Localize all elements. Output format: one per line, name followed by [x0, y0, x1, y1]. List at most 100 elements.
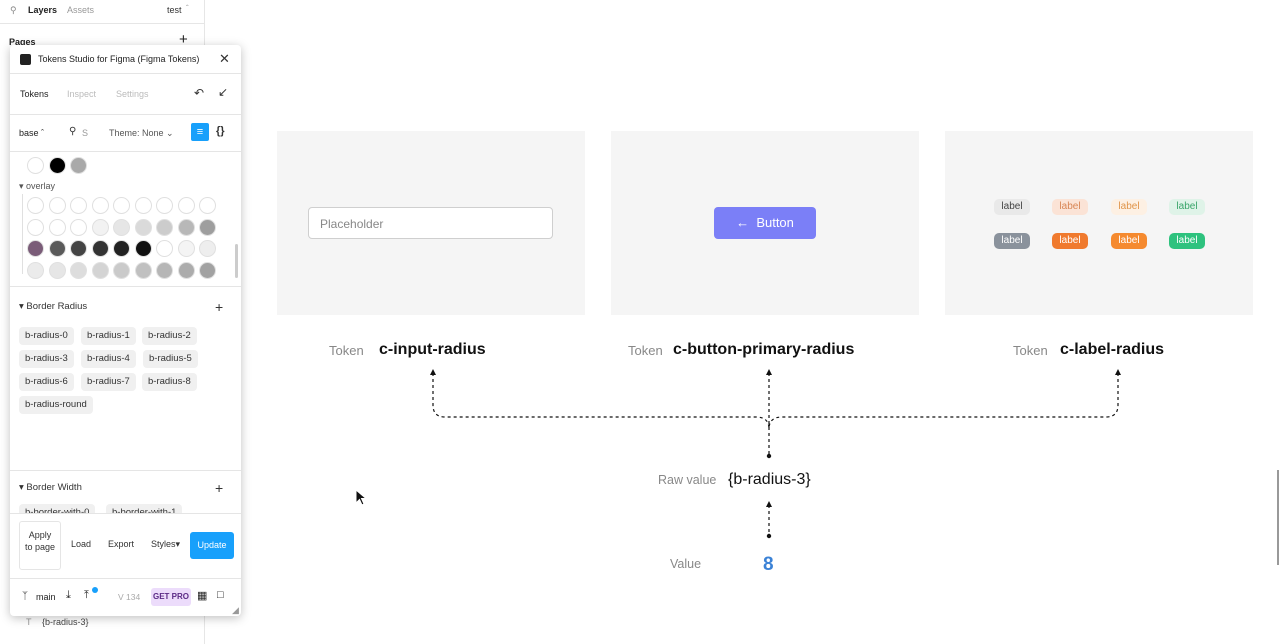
overlay-swatch[interactable] — [27, 197, 44, 214]
overlay-swatch[interactable] — [48, 240, 66, 257]
overlay-swatch[interactable] — [134, 261, 152, 279]
overlay-swatch[interactable] — [27, 240, 44, 257]
border-radius-chip[interactable]: b-radius-2 — [142, 327, 197, 345]
tab-assets[interactable]: Assets — [67, 5, 95, 15]
pages-label: Pages — [9, 37, 36, 47]
overlay-swatch[interactable] — [113, 197, 130, 214]
border-radius-chip[interactable]: b-radius-7 — [81, 373, 136, 391]
overlay-swatch[interactable] — [70, 218, 87, 236]
overlay-swatch[interactable] — [134, 197, 152, 214]
layer-item[interactable]: T {b-radius-3} — [26, 617, 89, 627]
add-border-width-icon[interactable]: + — [215, 480, 224, 496]
apply-to-page-button[interactable]: Apply to page — [19, 521, 61, 570]
scrollbar-thumb[interactable] — [235, 244, 238, 278]
overlay-swatch[interactable] — [156, 240, 173, 257]
color-swatch[interactable] — [27, 157, 44, 174]
json-view-icon[interactable]: {} — [216, 125, 225, 137]
border-width-toggle[interactable]: ▾ Border Width — [19, 482, 82, 493]
overlay-swatch[interactable] — [177, 261, 195, 279]
tab-inspect[interactable]: Inspect — [67, 89, 97, 99]
border-radius-chip[interactable]: b-radius-1 — [81, 327, 136, 345]
input-frame[interactable]: Placeholder — [277, 131, 585, 315]
tab-tokens[interactable]: Tokens — [20, 89, 49, 99]
color-swatch[interactable] — [48, 157, 66, 174]
tokens-list[interactable]: ▾ overlay ▾ Border Radius + b-radius-0 b-… — [10, 152, 241, 557]
resize-handle-icon[interactable]: ◢ — [232, 605, 239, 615]
overlay-swatch[interactable] — [134, 218, 152, 236]
overlay-swatch[interactable] — [156, 261, 173, 279]
collapse-icon[interactable]: ↙ — [218, 85, 229, 99]
overlay-swatch[interactable] — [199, 261, 216, 279]
overlay-swatch[interactable] — [70, 261, 87, 279]
overlay-swatch[interactable] — [91, 197, 109, 214]
border-radius-chip[interactable]: b-radius-6 — [19, 373, 74, 391]
token-set-selector[interactable]: base ˆ — [19, 128, 44, 138]
border-radius-chip[interactable]: b-radius-8 — [142, 373, 197, 391]
overlay-group-toggle[interactable]: ▾ overlay — [19, 181, 56, 191]
input-placeholder: Placeholder — [320, 217, 384, 231]
overlay-swatch[interactable] — [177, 240, 195, 257]
border-radius-chip[interactable]: b-radius-round — [19, 396, 93, 414]
border-radius-chip[interactable]: b-radius-4 — [81, 350, 136, 368]
overlay-swatch[interactable] — [48, 218, 66, 236]
overlay-swatch[interactable] — [91, 218, 109, 236]
chevron-up-icon[interactable]: ˆ — [186, 4, 189, 13]
branch-name[interactable]: main — [36, 592, 56, 602]
button-frame[interactable]: ← Button — [611, 131, 919, 315]
overlay-swatch[interactable] — [70, 197, 87, 214]
push-icon[interactable]: ⤒ — [84, 589, 89, 601]
overlay-swatch[interactable] — [48, 197, 66, 214]
overlay-swatch[interactable] — [156, 218, 173, 236]
overlay-swatch[interactable] — [113, 218, 130, 236]
close-icon[interactable]: ✕ — [219, 51, 230, 66]
undo-icon[interactable]: ↶ — [194, 86, 205, 100]
export-button[interactable]: Export — [108, 539, 135, 549]
overlay-swatch[interactable] — [113, 261, 130, 279]
add-page-icon[interactable]: + — [179, 31, 188, 48]
overlay-group-label: overlay — [26, 181, 56, 191]
overlay-swatch[interactable] — [199, 240, 216, 257]
get-pro-button[interactable]: GET PRO — [151, 588, 191, 606]
overlay-swatch[interactable] — [177, 197, 195, 214]
docs-icon[interactable]: ▦ — [197, 590, 208, 602]
label-pill-solid: label — [1169, 233, 1205, 249]
search-icon[interactable]: ⚲ — [10, 5, 17, 15]
overlay-swatch[interactable] — [91, 240, 109, 257]
connector-lines — [430, 369, 1121, 539]
add-border-radius-icon[interactable]: + — [215, 299, 224, 315]
theme-selector[interactable]: Theme: None ⌄ — [109, 128, 174, 139]
search-icon[interactable]: ⚲ — [69, 126, 77, 137]
update-button[interactable]: Update — [190, 532, 234, 559]
overlay-swatch[interactable] — [134, 240, 152, 257]
overlay-swatch[interactable] — [199, 218, 216, 236]
list-view-icon[interactable]: ≡ — [191, 123, 209, 141]
overlay-swatch[interactable] — [48, 261, 66, 279]
border-radius-chip[interactable]: b-radius-5 — [143, 350, 198, 368]
overlay-swatch[interactable] — [113, 240, 130, 257]
overlay-swatch[interactable] — [177, 218, 195, 236]
feedback-icon[interactable]: □ — [217, 589, 224, 601]
overlay-swatch[interactable] — [91, 261, 109, 279]
theme-label: Theme: None — [109, 128, 164, 138]
styles-button[interactable]: Styles▾ — [151, 539, 180, 550]
pull-icon[interactable]: ⤓ — [66, 589, 71, 601]
load-button[interactable]: Load — [71, 539, 92, 549]
file-name[interactable]: test — [167, 5, 182, 15]
tab-layers[interactable]: Layers — [28, 5, 58, 15]
overlay-swatch[interactable] — [27, 218, 44, 236]
overlay-swatch[interactable] — [199, 197, 216, 214]
button-example[interactable]: ← Button — [714, 207, 816, 239]
overlay-swatch[interactable] — [70, 240, 87, 257]
color-swatch[interactable] — [70, 157, 87, 174]
overlay-swatch[interactable] — [156, 197, 173, 214]
search-input[interactable]: S — [82, 128, 89, 138]
border-radius-chip[interactable]: b-radius-0 — [19, 327, 74, 345]
border-radius-chip[interactable]: b-radius-3 — [19, 350, 74, 368]
canvas-scrollbar[interactable] — [1277, 470, 1279, 565]
input-example[interactable]: Placeholder — [308, 207, 553, 239]
tab-settings[interactable]: Settings — [116, 89, 149, 99]
border-radius-toggle[interactable]: ▾ Border Radius — [19, 301, 88, 312]
apply-label: Apply to page — [24, 530, 56, 552]
overlay-swatch[interactable] — [27, 261, 44, 279]
